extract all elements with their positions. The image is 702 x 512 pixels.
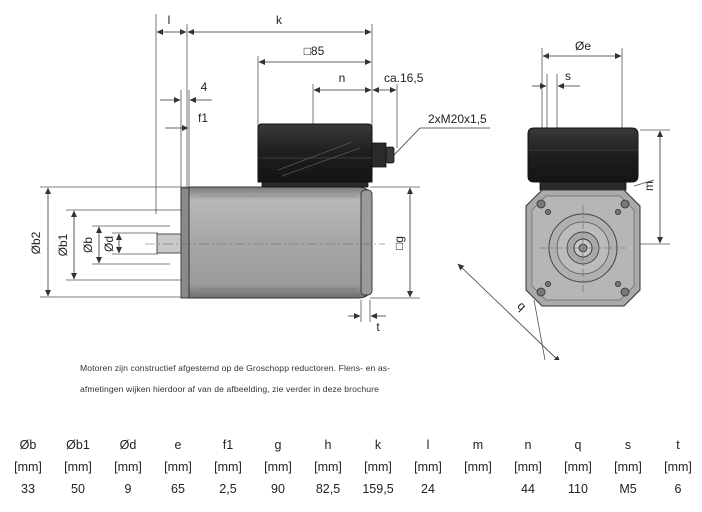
table-value-cell: 50 [71,482,85,496]
note-line-2: afmetingen wijken hierdoor af van de afb… [80,384,380,394]
dim-label-l: l [168,13,171,27]
table-unit-cell: [mm] [464,460,492,474]
dim-label-85: □85 [304,44,325,58]
table-header-cell: f1 [222,438,234,452]
dim-label-f1: f1 [198,111,208,125]
table-unit-cell: [mm] [514,460,542,474]
table-unit-cell: [mm] [164,460,192,474]
table-unit-cell: [mm] [214,460,242,474]
table-header-cell: k [374,438,382,452]
dim-label-t: t [376,320,380,334]
table-unit-cell: [mm] [664,460,692,474]
table-value-cell: 90 [271,482,285,496]
table-header-cell: s [624,438,632,452]
table-value-cell: 65 [171,482,185,496]
dim-label-n: n [339,71,346,85]
table-unit-cell: [mm] [64,460,92,474]
dim-label-m20: 2xM20x1,5 [428,112,487,126]
table-value-cell: 24 [421,482,435,496]
dim-label-4: 4 [201,80,208,94]
dim-label-b1: Øb1 [56,233,70,256]
dim-label-b: Øb [81,237,95,253]
table-value-cell: 110 [568,482,588,496]
dim-label-d: Ød [102,236,116,252]
dim-label-b2: Øb2 [29,231,43,254]
table-header-cell: l [426,438,430,452]
dim-label-s: s [565,69,571,83]
table-unit-cell: [mm] [364,460,392,474]
table-header-cell: n [524,438,532,452]
table-header-row: Øb Øb1 Ød e f1 g h k l m n q s t [0,438,702,456]
table-value-cell: 82,5 [315,482,341,496]
table-value-cell: 33 [21,482,35,496]
table-header-cell: Øb1 [66,438,90,452]
dim-label-g: □g [392,236,406,250]
technical-drawing: l k □85 n ca.16,5 4 f1 2xM20x1,5 Øb2 Øb1… [29,13,670,360]
front-view: Øe s m q [457,39,670,360]
table-header-cell: Øb [19,438,37,452]
table-unit-cell: [mm] [114,460,142,474]
note-line-1: Motoren zijn constructief afgestemd op d… [80,363,391,373]
table-unit-row: [mm] [mm] [mm] [mm] [mm] [mm] [mm] [mm] … [0,460,702,478]
table-unit-cell: [mm] [564,460,592,474]
table-value-cell: 6 [674,482,682,496]
table-unit-cell: [mm] [314,460,342,474]
table-value-cell: 2,5 [219,482,237,496]
table-header-cell: g [274,438,282,452]
table-value-cell: 9 [124,482,132,496]
table-value-cell: 159,5 [362,482,394,496]
table-header-cell: t [676,438,680,452]
table-header-cell: h [324,438,332,452]
table-unit-cell: [mm] [414,460,442,474]
table-header-cell: m [472,438,484,452]
table-value-cell: M5 [619,482,637,496]
dim-label-k: k [276,13,283,27]
side-view: l k □85 n ca.16,5 4 f1 2xM20x1,5 Øb2 Øb1… [29,13,490,334]
table-header-cell: q [574,438,582,452]
dim-label-e: Øe [575,39,591,53]
table-unit-cell: [mm] [614,460,642,474]
table-unit-cell: [mm] [264,460,292,474]
table-value-row: 33 50 9 65 2,5 90 82,5 159,5 24 44 110 M… [0,482,702,500]
dim-label-m: m [642,181,656,191]
table-header-cell: e [174,438,182,452]
table-value-cell: 44 [521,482,535,496]
table-unit-cell: [mm] [14,460,42,474]
table-header-cell: Ød [119,438,137,452]
dim-label-ca: ca.16,5 [384,71,424,85]
dim-label-q: q [515,299,530,314]
